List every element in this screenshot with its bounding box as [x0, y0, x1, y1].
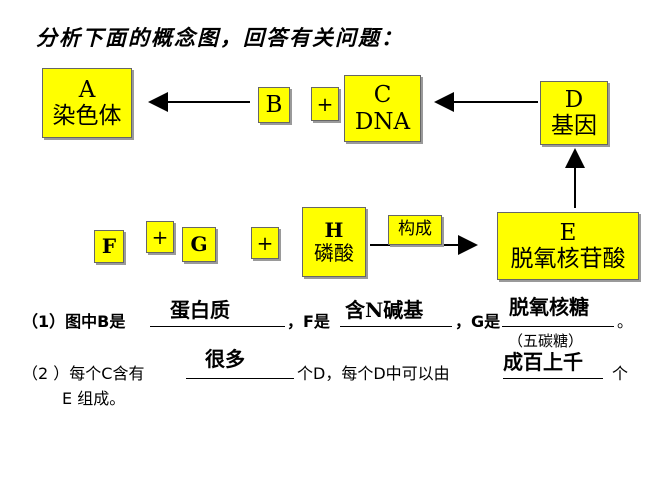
plus-sign: + [151, 224, 169, 249]
box-h-letter: H [324, 218, 344, 242]
concept-box-h: H 磷酸 [302, 207, 366, 277]
q1-answer-g-note: （五碳糖） [508, 332, 584, 350]
box-e-label: 脱氧核苷酸 [510, 246, 626, 272]
q1-answer-f: 含N碱基 [345, 298, 424, 322]
concept-plus-3: + [251, 227, 279, 259]
q1-prefix: （1）图中B是 [22, 312, 126, 331]
box-f-letter: F [101, 234, 117, 258]
q1-answer-b: 蛋白质 [170, 298, 230, 322]
box-g-letter: G [190, 232, 208, 256]
plus-sign: + [256, 230, 274, 255]
box-a-letter: A [78, 76, 96, 103]
q2-answer-2: 成百上千 [503, 350, 583, 374]
box-b-letter: B [265, 91, 283, 118]
q1-blank-f [340, 326, 452, 327]
q1-blank-g [502, 326, 614, 327]
q1-g-text: ，G是 [455, 312, 501, 331]
relation-label: 构成 [398, 219, 432, 240]
q1-answer-g: 脱氧核糖 [509, 295, 589, 319]
q2-line2: E 组成。 [62, 389, 126, 408]
concept-box-d: D 基因 [540, 81, 608, 145]
box-c-letter: C [373, 82, 392, 109]
concept-box-f: F [94, 230, 124, 263]
box-e-letter: E [559, 219, 577, 246]
concept-box-a: A 染色体 [42, 68, 132, 138]
concept-box-b: B [258, 87, 290, 123]
concept-plus-1: + [311, 87, 339, 121]
concept-box-c: C DNA [344, 75, 421, 142]
q2-blank-2 [503, 378, 603, 379]
q2-end: 个 [612, 364, 629, 383]
page-title: 分析下面的概念图，回答有关问题： [36, 26, 404, 50]
box-d-letter: D [564, 86, 584, 113]
concept-box-e: E 脱氧核苷酸 [497, 212, 639, 280]
q1-end: 。 [617, 312, 634, 331]
q2-answer-1: 很多 [205, 347, 245, 371]
box-c-label: DNA [354, 108, 411, 135]
q2-blank-1 [186, 378, 294, 379]
concept-box-g: G [182, 227, 216, 262]
box-a-label: 染色体 [52, 103, 122, 129]
relation-label-box: 构成 [388, 215, 442, 245]
q2-middle: 个D，每个D中可以由 [297, 364, 450, 383]
box-d-label: 基因 [551, 113, 597, 139]
concept-plus-2: + [146, 221, 174, 253]
q1-blank-b [150, 326, 285, 327]
q1-f-text: ，F是 [287, 312, 330, 331]
q2-prefix: （2 ）每个C含有 [22, 364, 145, 383]
plus-sign: + [316, 91, 334, 116]
box-h-label: 磷酸 [314, 241, 354, 265]
